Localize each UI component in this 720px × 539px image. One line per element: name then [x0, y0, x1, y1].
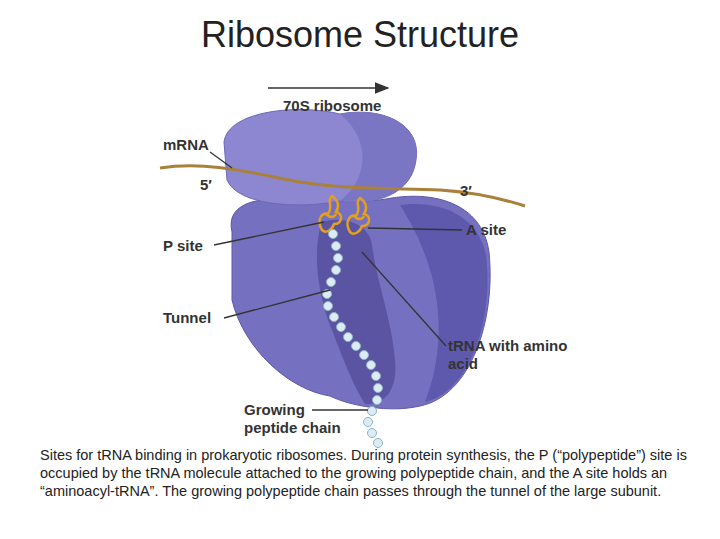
small-subunit — [224, 110, 417, 205]
part-label: A site — [466, 221, 546, 239]
direction-label: 70S ribosome — [283, 97, 423, 115]
part-label: tRNA with amino acid — [448, 337, 578, 373]
peptide-chain — [323, 230, 383, 448]
tunnel-region — [317, 220, 396, 404]
trna-molecules — [320, 196, 370, 234]
end-label: 3′ — [460, 182, 490, 200]
leader-lines — [210, 152, 462, 410]
part-label: mRNA — [163, 136, 223, 154]
figure-caption: Sites for tRNA binding in prokaryotic ri… — [40, 446, 690, 500]
part-label: Growing peptide chain — [244, 401, 352, 437]
part-label: P site — [163, 237, 223, 255]
part-label: Tunnel — [163, 309, 233, 327]
mrna-strand — [160, 166, 525, 206]
large-subunit — [231, 196, 490, 409]
end-label: 5′ — [200, 176, 230, 194]
direction-arrow — [268, 87, 388, 89]
diagram-title: Ribosome Structure — [0, 14, 720, 56]
